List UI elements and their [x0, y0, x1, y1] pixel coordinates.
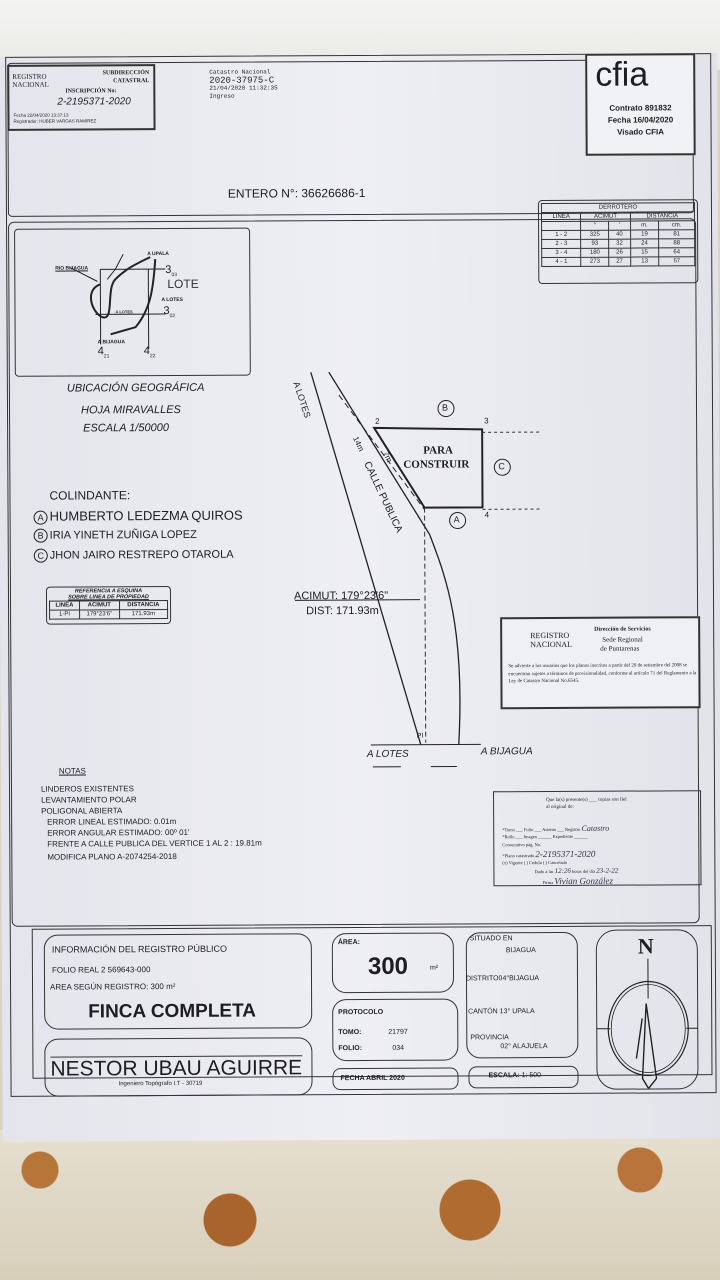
- info-registro-title: INFORMACIÓN DEL REGISTRO PÚBLICO: [51, 943, 228, 955]
- copy-certification-stamp: Que la(s) presente(s) ___ copias son fie…: [493, 790, 702, 887]
- ref-col-linea: LINEA: [49, 600, 80, 611]
- dist-label: DIST: 171.93m: [306, 604, 379, 618]
- ref-distancia: 171.93m: [119, 609, 168, 619]
- stamp-direccion: Dirección de Servicios: [594, 626, 651, 633]
- construir-label: CONSTRUIR: [403, 458, 470, 471]
- ref-acimut: 179°23'6": [79, 609, 120, 619]
- fecha-value: FECHA ABRIL 2020: [340, 1074, 405, 1083]
- engineer-title: Ingeniero Topógrafo I.T - 30719: [118, 1080, 203, 1088]
- copy-consec: Consecutivo pág. No.: [502, 842, 542, 848]
- engineer-name: NESTOR UBAU AGUIRRE: [50, 1055, 303, 1082]
- circle-letter-icon: B: [33, 528, 48, 543]
- copy-plano: *Plano catastrado 2-2195371-2020: [502, 849, 595, 859]
- north-label: N: [637, 933, 654, 959]
- vertex-3: 3: [484, 416, 489, 426]
- finca-completa: FINCA COMPLETA: [88, 1000, 257, 1023]
- copy-vigente: (x) Vigente ( ) Cedula ( ) Cancelado: [502, 859, 568, 866]
- ref-linea: 1-PI: [49, 609, 80, 620]
- plano-text: *Plano catastrado: [502, 853, 535, 859]
- del-dia-text: horas del día: [572, 868, 596, 874]
- colindante-name: JHON JAIRO RESTREPO OTAROLA: [49, 548, 234, 562]
- nota-line: ERROR LINEAL ESTIMADO: 0.01m: [47, 816, 177, 827]
- stamp-place: de Puntarenas: [600, 644, 640, 653]
- circle-letter-icon: A: [33, 510, 48, 525]
- location-map: RIO BIJAGUA A UPALA 303 LOTE A LOTES A L…: [14, 227, 251, 377]
- firma-text: Firma: [542, 879, 554, 886]
- copy-line1: Que la(s) presente(s) ___ copias son fie…: [546, 797, 627, 804]
- situado-value: BIJAGUA: [505, 947, 536, 955]
- registro-logo-stamp: REGISTRO NACIONAL: [530, 630, 573, 650]
- area-value: 300: [367, 952, 409, 980]
- survey-plan-document: REGISTRO NACIONAL SUBDIRECCIÓN CATASTRAL…: [0, 53, 720, 1142]
- nota-line: LINDEROS EXISTENTES: [40, 784, 134, 794]
- colindante-name: HUMBERTO LEDEZMA QUIROS: [49, 507, 243, 524]
- notas-title: NOTAS: [58, 766, 86, 776]
- neighbor-b-marker: B: [441, 402, 449, 413]
- vertex-4: 4: [484, 510, 490, 520]
- canton: CANTÓN 13° UPALA: [468, 1008, 535, 1016]
- colindante-name: IRIA YINETH ZUÑIGA LOPEZ: [49, 528, 197, 542]
- area-segun-registro: AREA SEGÚN REGISTRO: 300 m²: [50, 981, 176, 992]
- dia-handwritten: 23-2-22: [596, 866, 619, 875]
- firma-handwritten: Vivian González: [554, 875, 613, 886]
- neighbor-c-marker: C: [498, 461, 505, 472]
- folio-label: FOLIO:: [338, 1044, 363, 1053]
- folio-value: 034: [392, 1044, 405, 1052]
- protocolo-label: PROTOCOLO: [338, 1008, 384, 1017]
- para-label: PARA: [423, 444, 453, 457]
- copy-line2: al original de:: [546, 804, 574, 811]
- escala-value: 1: 500: [521, 1072, 542, 1080]
- provincia-value: 02° ALAJUELA: [500, 1043, 548, 1051]
- registro-handwritten: Catastro: [581, 823, 610, 833]
- nota-line: LEVANTAMIENTO POLAR: [41, 795, 137, 805]
- stamp-notice: Se advierte a los usuarios que los plano…: [508, 663, 697, 685]
- copy-dado: Dado a las 12:26 horas del día 23-2-22: [534, 867, 618, 875]
- provincia-label: PROVINCIA: [470, 1034, 509, 1042]
- area-unit: m²: [429, 964, 439, 972]
- stamp-sede: Sede Regional: [602, 635, 643, 644]
- circle-letter-icon: C: [33, 548, 48, 563]
- pi-label: PI: [416, 732, 424, 740]
- location-map-drawing: [70, 254, 166, 350]
- tomo-value: 21797: [388, 1028, 408, 1036]
- vertex-2: 2: [375, 416, 380, 426]
- nota-line: POLIGONAL ABIERTA: [41, 806, 123, 816]
- hora-handwritten: 12:26: [554, 866, 571, 875]
- tomo-text: *Tomo ___ Folio ___ Asiento ___ Registro: [502, 826, 581, 833]
- escala-label: ESCALA:: [488, 1072, 520, 1080]
- ref-col-acimut: ACIMUT: [79, 600, 120, 610]
- dado-text: Dado a las: [534, 868, 554, 875]
- plot-drawing: [295, 371, 540, 768]
- fabric-background: [0, 1130, 720, 1280]
- folio-real: FOLIO REAL 2 569643-000: [51, 965, 151, 975]
- referencia-table: REFERENCIA A ESQUINA SOBRE LINEA DE PROP…: [45, 585, 172, 625]
- acimut-label: ACIMUT: 179°23'6": [293, 589, 389, 603]
- area-label: ÁREA:: [337, 939, 360, 947]
- escala: ESCALA: 1: 500: [488, 1072, 541, 1079]
- tomo-label: TOMO:: [338, 1028, 362, 1037]
- situado-label: SITUADO EN: [469, 935, 513, 943]
- north-arrow-icon: [596, 958, 699, 1089]
- a-lotes-bottom-label: A LOTES: [366, 748, 409, 760]
- puntarenas-stamp: REGISTRO NACIONAL Dirección de Servicios…: [500, 616, 701, 710]
- distrito: DISTRITO04°BIJAGUA: [465, 975, 540, 983]
- neighbor-a-marker: A: [453, 514, 460, 525]
- nota-line: FRENTE A CALLE PUBLICA DEL VERTICE 1 AL …: [47, 838, 262, 849]
- copy-firma: Firma Vivian González: [542, 875, 613, 886]
- modifica-plano: MODIFICA PLANO A-2074254-2018: [47, 851, 177, 862]
- copy-rollo: *Rollo ___ Imagen ______ Expediente ____…: [502, 833, 588, 840]
- ref-col-distancia: DISTANCIA: [119, 600, 168, 610]
- plano-handwritten: 2-2195371-2020: [535, 848, 596, 860]
- copy-tomo: *Tomo ___ Folio ___ Asiento ___ Registro…: [502, 824, 609, 834]
- nota-line: ERROR ANGULAR ESTIMADO: 00º 01': [47, 827, 190, 838]
- colindante-title: COLINDANTE:: [49, 488, 131, 503]
- a-bijagua-bottom-label: A BIJAGUA: [480, 746, 533, 758]
